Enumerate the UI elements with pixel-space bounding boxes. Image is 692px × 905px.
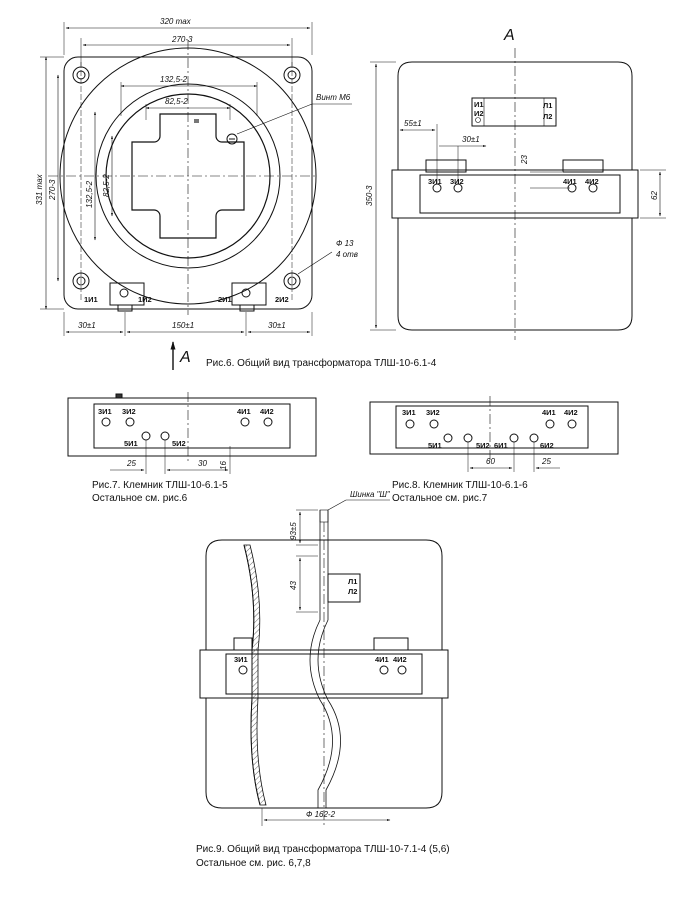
side-term-4i2: 4И2: [585, 177, 599, 186]
fig7-term-4i1: 4И1: [237, 407, 251, 416]
dim-270-top: 270-3: [171, 35, 193, 44]
fig8-caption-line1: Рис.8. Клемник ТЛШ-10-6.1-6: [392, 480, 528, 491]
dim-30-a: 30±1: [78, 321, 96, 330]
fig7-dim-25: 25: [126, 459, 136, 468]
fig6-caption: Рис.6. Общий вид трансформатора ТЛШ-10-6…: [206, 357, 437, 369]
term-1i2: 1И2: [138, 295, 152, 304]
dim-150: 150±1: [172, 321, 194, 330]
dim-62: 62: [650, 191, 659, 200]
plate-l2: Л2: [543, 112, 552, 121]
screw-label: Винт М6: [316, 93, 351, 102]
dim-23: 23: [520, 155, 529, 165]
dim-132-left: 132,5-2: [85, 180, 94, 208]
term-2i2: 2И2: [275, 295, 289, 304]
fig7-term-3i1: 3И1: [98, 407, 112, 416]
dim-30-b: 30±1: [268, 321, 286, 330]
fig8-dim-25: 25: [541, 457, 551, 466]
fig9-term-4i2: 4И2: [393, 655, 407, 664]
fig9-term-4i1: 4И1: [375, 655, 389, 664]
fig7-term-5i2: 5И2: [172, 439, 186, 448]
screw-head: [226, 133, 238, 145]
fig9-dim-43: 43: [289, 581, 298, 590]
dim-350: 350-3: [365, 185, 374, 206]
dim-320max: 320 max: [160, 17, 192, 26]
side-view-label: A: [503, 27, 515, 44]
fig9-labels: Шинка "Ш" 93±5 43 Л1 Л2 3И1 4И1 4И2 Ф 16…: [196, 490, 450, 869]
dim-82-left: 82,5-2: [102, 174, 111, 197]
term-1i1: 1И1: [84, 295, 98, 304]
fig7-dim-30: 30: [198, 459, 207, 468]
fig8-term-6i2: 6И2: [540, 441, 554, 450]
fig7-caption-line2: Остальное см. рис.6: [92, 493, 188, 504]
fig7-dim-16: 16: [219, 461, 228, 470]
side-term-3i2: 3И2: [450, 177, 464, 186]
fig9-rating-plate: [327, 573, 361, 603]
fig8-caption-line2: Остальное см. рис.7: [392, 493, 488, 504]
fig7-body: [67, 397, 317, 457]
fig8-term-4i1: 4И1: [542, 408, 556, 417]
hole-count-label: 4 отв: [336, 250, 358, 259]
fig7-labels: 3И1 3И2 4И1 4И2 5И1 5И2 25 30 16 Рис.7. …: [92, 407, 274, 504]
side-terminal-cap-left: [425, 159, 467, 173]
fig6-front-labels: 320 max 270-3 132,5-2 82,5-2 Винт М6 331…: [35, 17, 358, 366]
fig6-side-labels: A Л1 Л2 И1 И2 55±1 30±1 23 62 350-3 3И1 …: [365, 27, 659, 206]
fig7-term-5i1: 5И1: [124, 439, 138, 448]
fig9-terminal-cap: [233, 637, 253, 651]
plate-l1: Л1: [543, 101, 552, 110]
plate-i1: И1: [474, 100, 484, 109]
view-arrow-label: A: [179, 349, 191, 366]
fig8-term-3i1: 3И1: [402, 408, 416, 417]
fig8-panel: [395, 405, 589, 449]
side-terminal-cap-right: [562, 159, 604, 173]
fig8-term-5i2: 5И2: [476, 441, 490, 450]
fig8-term-5i1: 5И1: [428, 441, 442, 450]
fig8-dim-60: 60: [486, 457, 495, 466]
fig7-term-3i2: 3И2: [122, 407, 136, 416]
fig6-side-view: [370, 48, 666, 340]
fig7-terminal-view: [67, 392, 317, 474]
fig7-caption-line1: Рис.7. Клемник ТЛШ-10-6.1-5: [92, 480, 228, 491]
hole-dia-label: Ф 13: [336, 239, 354, 248]
fig6-front-view: [40, 22, 352, 370]
term-2i1: 2И1: [218, 295, 232, 304]
fig9-view: [199, 499, 449, 828]
fig9-busbar-label: Шинка "Ш": [350, 490, 391, 499]
fig8-terminal-view: [369, 396, 619, 472]
side-terminal-panel: [419, 174, 621, 214]
fig9-term-3i1: 3И1: [234, 655, 248, 664]
fig9-section-hatch: [243, 544, 267, 806]
fig7-term-4i2: 4И2: [260, 407, 274, 416]
rating-plate: [471, 97, 557, 127]
dim-30-side: 30±1: [462, 135, 480, 144]
fig9-caption-line2: Остальное см. рис. 6,7,8: [196, 858, 311, 869]
fig8-labels: 3И1 3И2 4И1 4И2 5И1 5И2 6И1 6И2 60 25 Ри…: [392, 408, 578, 504]
fig7-panel: [93, 403, 291, 449]
fig9-dim-93: 93±5: [289, 522, 298, 540]
dim-270-left: 270-3: [48, 179, 57, 201]
fig9-dim-162: Ф 162-2: [306, 810, 336, 819]
window-cutout: [131, 113, 245, 239]
fig9-body-bottom: [205, 698, 443, 809]
fig8-body: [369, 401, 619, 455]
dim-132-top: 132,5-2: [160, 75, 188, 84]
fig9-terminal-cap-right: [373, 637, 409, 651]
front-body-outline: [63, 56, 313, 310]
fig9-plate-l1: Л1: [348, 577, 357, 586]
plate-i2: И2: [474, 109, 484, 118]
fig8-term-3i2: 3И2: [426, 408, 440, 417]
side-term-4i1: 4И1: [563, 177, 577, 186]
fig9-caption-line1: Рис.9. Общий вид трансформатора ТЛШ-10-7…: [196, 843, 450, 855]
side-term-3i1: 3И1: [428, 177, 442, 186]
fig8-term-4i2: 4И2: [564, 408, 578, 417]
side-body-bottom: [397, 218, 633, 331]
dim-331max: 331 max: [35, 173, 44, 205]
dim-82-top: 82,5-2: [165, 97, 188, 106]
fig8-term-6i1: 6И1: [494, 441, 508, 450]
fig9-plate-l2: Л2: [348, 587, 357, 596]
dim-55: 55±1: [404, 119, 422, 128]
